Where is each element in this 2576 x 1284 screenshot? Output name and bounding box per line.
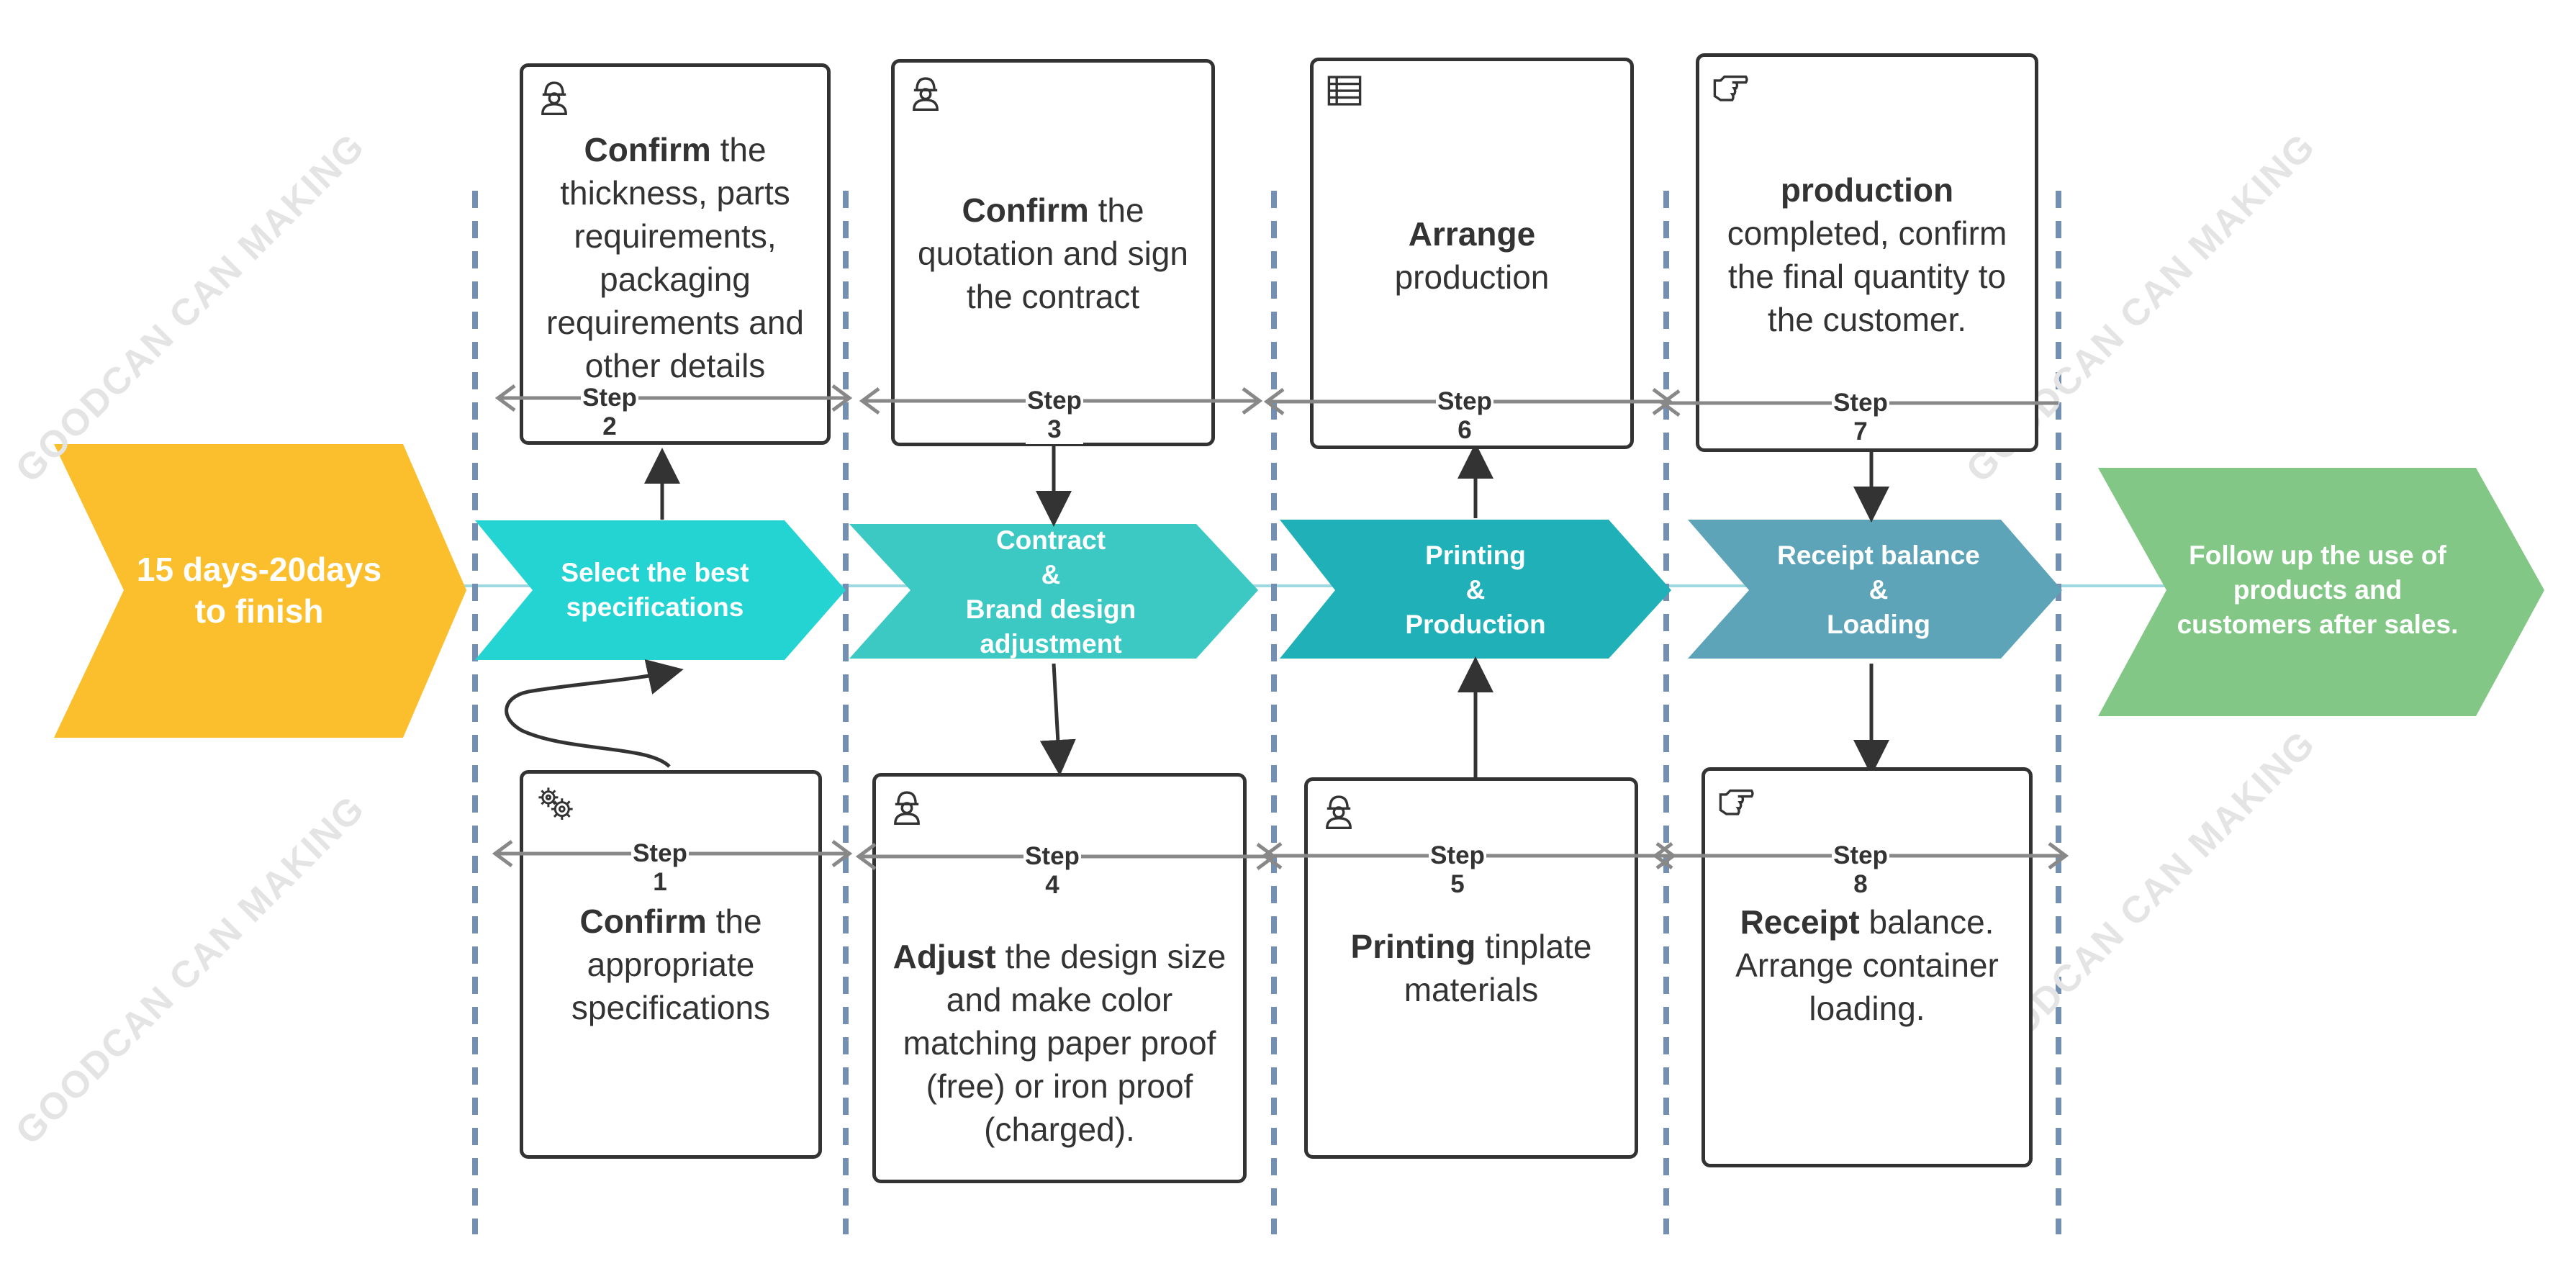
phase-dividers [472, 191, 2061, 1234]
phase-label-2: Contract & Brand design adjustment [907, 524, 1195, 661]
list-icon [1327, 76, 1362, 106]
worker-icon [541, 81, 567, 115]
step-7-bold: production [1780, 171, 1954, 209]
phase-1-line-1: Select the best [561, 558, 749, 587]
step-1-desc: the appropriate specifications [571, 903, 771, 1026]
step-6-card: Arrange production [1310, 58, 1634, 449]
step-4-card: Adjust the design size and make color ma… [872, 773, 1247, 1183]
step-1-bold: Confirm [579, 903, 707, 940]
worker-icon [1326, 795, 1352, 829]
phase-4-line-1: Receipt balance [1777, 541, 1980, 570]
step-3-label: Step 3 [1026, 386, 1083, 444]
phase-3-line-1: Printing [1425, 541, 1526, 570]
start-line-2: to finish [194, 592, 324, 630]
step-5-bold: Printing [1350, 928, 1476, 965]
pointing-hand-icon [1719, 789, 1754, 815]
step-3-card: Confirm the quotation and sign the contr… [891, 59, 1215, 446]
phase-label-1: Select the best specifications [533, 547, 777, 633]
worker-icon [913, 77, 939, 111]
step-4-text: Adjust the design size and make color ma… [885, 935, 1234, 1151]
phase-3-line-2: & [1465, 575, 1486, 605]
step-5-desc: tinplate materials [1404, 928, 1592, 1008]
step-5-text: Printing tinplate materials [1316, 925, 1626, 1011]
step-6-label: Step 6 [1436, 387, 1493, 445]
step-8-text: Receipt balance. Arrange container loadi… [1714, 900, 2020, 1030]
step-2-text: Confirm the thickness, parts requirement… [532, 128, 818, 387]
phase-chevron-2 [849, 524, 1258, 659]
step-8-bold: Receipt [1740, 903, 1860, 941]
end-chevron [2098, 468, 2544, 716]
step-8-label: Step 8 [1832, 841, 1889, 899]
phase-1-line-2: specifications [566, 592, 744, 622]
phase-2-line-1: Contract [995, 525, 1106, 555]
phase-label-4: Receipt balance & Loading [1749, 536, 2008, 644]
step-7-card: production completed, confirm the final … [1696, 53, 2038, 452]
step-6-bold: Arrange [1408, 215, 1536, 253]
end-label: Follow up the use of products and custom… [2152, 536, 2483, 644]
phase-chevron-1 [475, 520, 846, 660]
phase-4-line-3: Loading [1827, 610, 1930, 639]
phase-3-line-3: Production [1405, 610, 1546, 639]
end-line-1: Follow up the use of [2189, 541, 2446, 570]
step-5-card: Printing tinplate materials [1304, 777, 1638, 1159]
step-7-desc: completed, confirm the final quantity to… [1727, 214, 2007, 338]
end-line-3: customers after sales. [2177, 610, 2459, 639]
arrow-phase2-to-step4 [1039, 663, 1076, 776]
start-label: 15 days-20days to finish [115, 533, 403, 648]
step-7-label: Step 7 [1832, 389, 1889, 446]
phase-2-line-3: Brand design [965, 594, 1136, 624]
step-4-desc: the design size and make color matching … [903, 938, 1226, 1148]
step-4-label: Step 4 [1023, 842, 1081, 900]
start-line-1: 15 days-20days [136, 551, 382, 588]
step-1-label: Step 1 [631, 839, 689, 897]
flow-arrows [505, 443, 1889, 779]
phase-chevron-3 [1280, 520, 1671, 659]
step-5-label: Step 5 [1429, 841, 1486, 899]
step-6-desc: production [1394, 258, 1550, 296]
end-line-2: products and [2233, 575, 2403, 605]
step-2-desc: the thickness, parts requirements, packa… [546, 131, 804, 384]
phase-2-line-4: adjustment [980, 629, 1122, 659]
step-1-text: Confirm the appropriate specifications [532, 900, 810, 1029]
arrow-step1-to-phase1 [505, 659, 684, 768]
start-chevron [54, 444, 466, 738]
step-7-text: production completed, confirm the final … [1708, 168, 2026, 341]
pointing-hand-icon [1713, 75, 1748, 101]
step-8-desc: balance. Arrange container loading. [1735, 903, 1999, 1027]
phase-chevron-4 [1688, 520, 2062, 659]
step-6-text: Arrange production [1357, 212, 1587, 299]
step-3-bold: Confirm [962, 191, 1089, 229]
step-3-text: Confirm the quotation and sign the contr… [903, 189, 1203, 318]
gears-icon [538, 787, 573, 820]
step-8-card: Receipt balance. Arrange container loadi… [1701, 767, 2033, 1167]
phase-4-line-2: & [1868, 575, 1889, 605]
step-3-desc: the quotation and sign the contract [918, 191, 1188, 315]
step-2-bold: Confirm [584, 131, 711, 168]
phase-2-line-2: & [1041, 560, 1061, 589]
worker-icon [894, 791, 920, 825]
step-1-card: Confirm the appropriate specifications [520, 770, 822, 1159]
phase-label-3: Printing & Production [1339, 536, 1612, 644]
step-2-card: Confirm the thickness, parts requirement… [520, 63, 831, 445]
step-4-bold: Adjust [892, 938, 996, 975]
step-2-label: Step 2 [581, 384, 638, 441]
